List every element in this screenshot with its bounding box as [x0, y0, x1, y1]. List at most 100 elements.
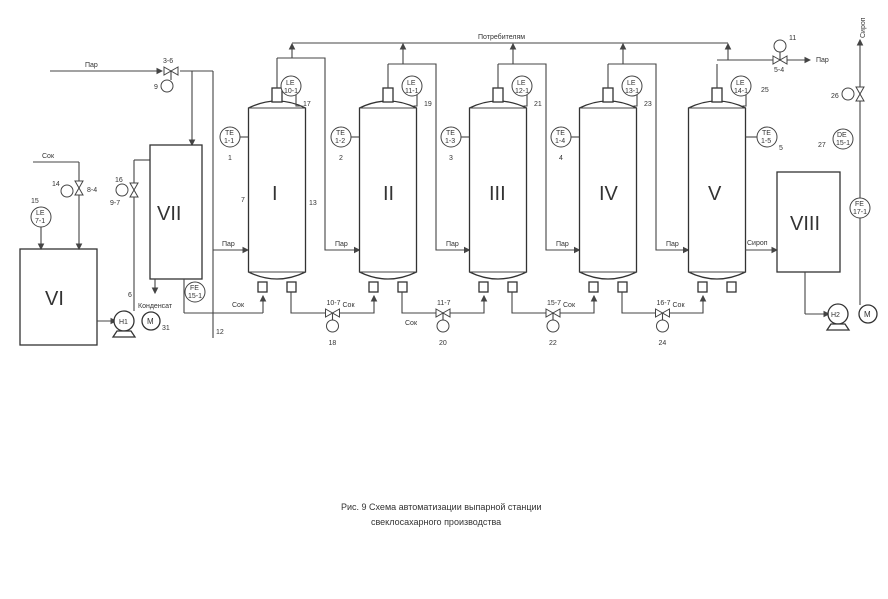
- loop-num: 12: [216, 329, 224, 336]
- heater-vii: VII Конденсат Сок FE 15-1: [138, 144, 267, 314]
- temperature-sensor: [330, 126, 352, 148]
- inst-tag: 1-3: [445, 138, 455, 145]
- juice-pipe: [339, 294, 378, 314]
- inst-tag: 11-1: [405, 88, 419, 95]
- vessel-label: V: [708, 183, 722, 205]
- motor-label: M: [147, 317, 154, 326]
- level-sensor: [280, 75, 302, 97]
- juice-valve[interactable]: 15-722: [545, 300, 561, 347]
- inst-num: 1: [228, 155, 232, 162]
- valve-num: 16: [115, 177, 123, 184]
- flow-sensor-heater: [184, 281, 206, 303]
- steam-label: Пар: [85, 62, 98, 69]
- bottom-nozzle: [397, 281, 408, 293]
- inst-tag: 10-1: [284, 88, 298, 95]
- steam-inlet: Пар 3-6 9 Пар 12: [50, 58, 250, 338]
- valve-tag: 9-7: [110, 200, 120, 207]
- loop-num: 6: [128, 292, 132, 299]
- valve-actuator: [326, 319, 339, 333]
- motor-label: M: [864, 310, 871, 319]
- vapor-pipe: [608, 63, 690, 254]
- inst-num: 25: [761, 87, 769, 94]
- valve-tag: 8-4: [87, 187, 97, 194]
- level-sensor: [511, 75, 533, 97]
- inst-num: 15: [31, 198, 39, 205]
- inst-tag: 12-1: [515, 88, 529, 95]
- inst-type: LE: [36, 210, 45, 217]
- inst-type: FE: [855, 201, 864, 208]
- temperature-sensor: [550, 126, 572, 148]
- juice-valve-icon[interactable]: [74, 180, 84, 196]
- steam-label: Пар: [222, 241, 235, 248]
- juice-valve[interactable]: 11-7 20: [435, 300, 451, 347]
- loop-num: 7: [241, 197, 245, 204]
- bottom-nozzle: [478, 281, 489, 293]
- vessel-label: IV: [599, 183, 619, 205]
- inst-num: 3: [449, 155, 453, 162]
- equipment-label: VI: [45, 288, 64, 310]
- juice-valve[interactable]: 10-718: [325, 300, 341, 347]
- top-nozzle: [602, 87, 614, 103]
- inst-type: DE: [837, 132, 847, 139]
- inst-num: 17: [303, 101, 311, 108]
- top-nozzle: [711, 87, 723, 103]
- bottom-nozzle: [617, 281, 628, 293]
- bottom-nozzle: [588, 281, 599, 293]
- vessel-label: III: [489, 183, 506, 205]
- juice-pipe: [669, 294, 707, 314]
- steam-label: Пар: [556, 241, 569, 248]
- steam-outlet: 11 5-4 Пар: [717, 35, 829, 74]
- top-nozzle: [382, 87, 394, 103]
- valve-num: 26: [831, 93, 839, 100]
- inst-num: 21: [534, 101, 542, 108]
- inst-tag: 1-4: [555, 138, 565, 145]
- tank-vi: VI Сок 14 8-4 LE 7-1 15: [19, 153, 98, 346]
- valve-num: 20: [439, 340, 447, 347]
- juice-pipe: [511, 292, 546, 314]
- collector-viii: VIII Сироп H2 M Сироп 26 DE 15-1 27 FE 1…: [745, 17, 878, 331]
- juice-pipe: [290, 292, 326, 314]
- inst-type: LE: [286, 80, 295, 87]
- valve-num: 22: [549, 340, 557, 347]
- consumers-header: Потребителям: [292, 33, 728, 44]
- bottom-nozzle: [697, 281, 708, 293]
- juice-label: Сок: [673, 302, 686, 309]
- caption-line-1: Рис. 9 Схема автоматизации выпарной стан…: [341, 502, 542, 512]
- inst-num: 2: [339, 155, 343, 162]
- caption-line-2: свеклосахарного производства: [371, 517, 501, 527]
- valve-num: 11: [789, 35, 796, 42]
- condensate-label: Конденсат: [138, 303, 173, 310]
- bottom-nozzle: [257, 281, 268, 293]
- inst-type: FE: [190, 285, 199, 292]
- juice-pipe: [560, 294, 598, 314]
- steam-valve-actuator: [160, 79, 174, 93]
- inst-type: TE: [762, 130, 771, 137]
- loop-num: 13: [309, 200, 317, 207]
- steam-label: Пар: [335, 241, 348, 248]
- sensor-tap: [633, 95, 638, 107]
- valve-tag: 3-6: [163, 58, 173, 65]
- valve-actuator: [436, 319, 450, 333]
- sensor-tap: [523, 95, 528, 107]
- valve-tag: 11-7: [437, 300, 451, 307]
- loop-num: 31: [162, 325, 170, 332]
- valve-num: 18: [329, 340, 337, 347]
- syrup-valve-icon[interactable]: [855, 86, 865, 102]
- valve-tag: 16-7: [657, 300, 671, 307]
- vessel-label: II: [383, 183, 394, 205]
- juice-valve[interactable]: 16-724: [655, 300, 671, 347]
- vessel-label: I: [272, 183, 278, 205]
- juice-label: Сок: [42, 153, 55, 160]
- condensate-valve-icon[interactable]: [129, 182, 139, 198]
- inst-num: 19: [424, 101, 432, 108]
- flow-sensor-syrup: [849, 197, 871, 219]
- bottom-nozzle: [507, 281, 518, 293]
- bottom-nozzle: [286, 281, 297, 293]
- inst-type: LE: [627, 80, 636, 87]
- bottom-nozzle: [726, 281, 737, 293]
- steam-label: Пар: [666, 241, 679, 248]
- inst-num: 5: [779, 145, 783, 152]
